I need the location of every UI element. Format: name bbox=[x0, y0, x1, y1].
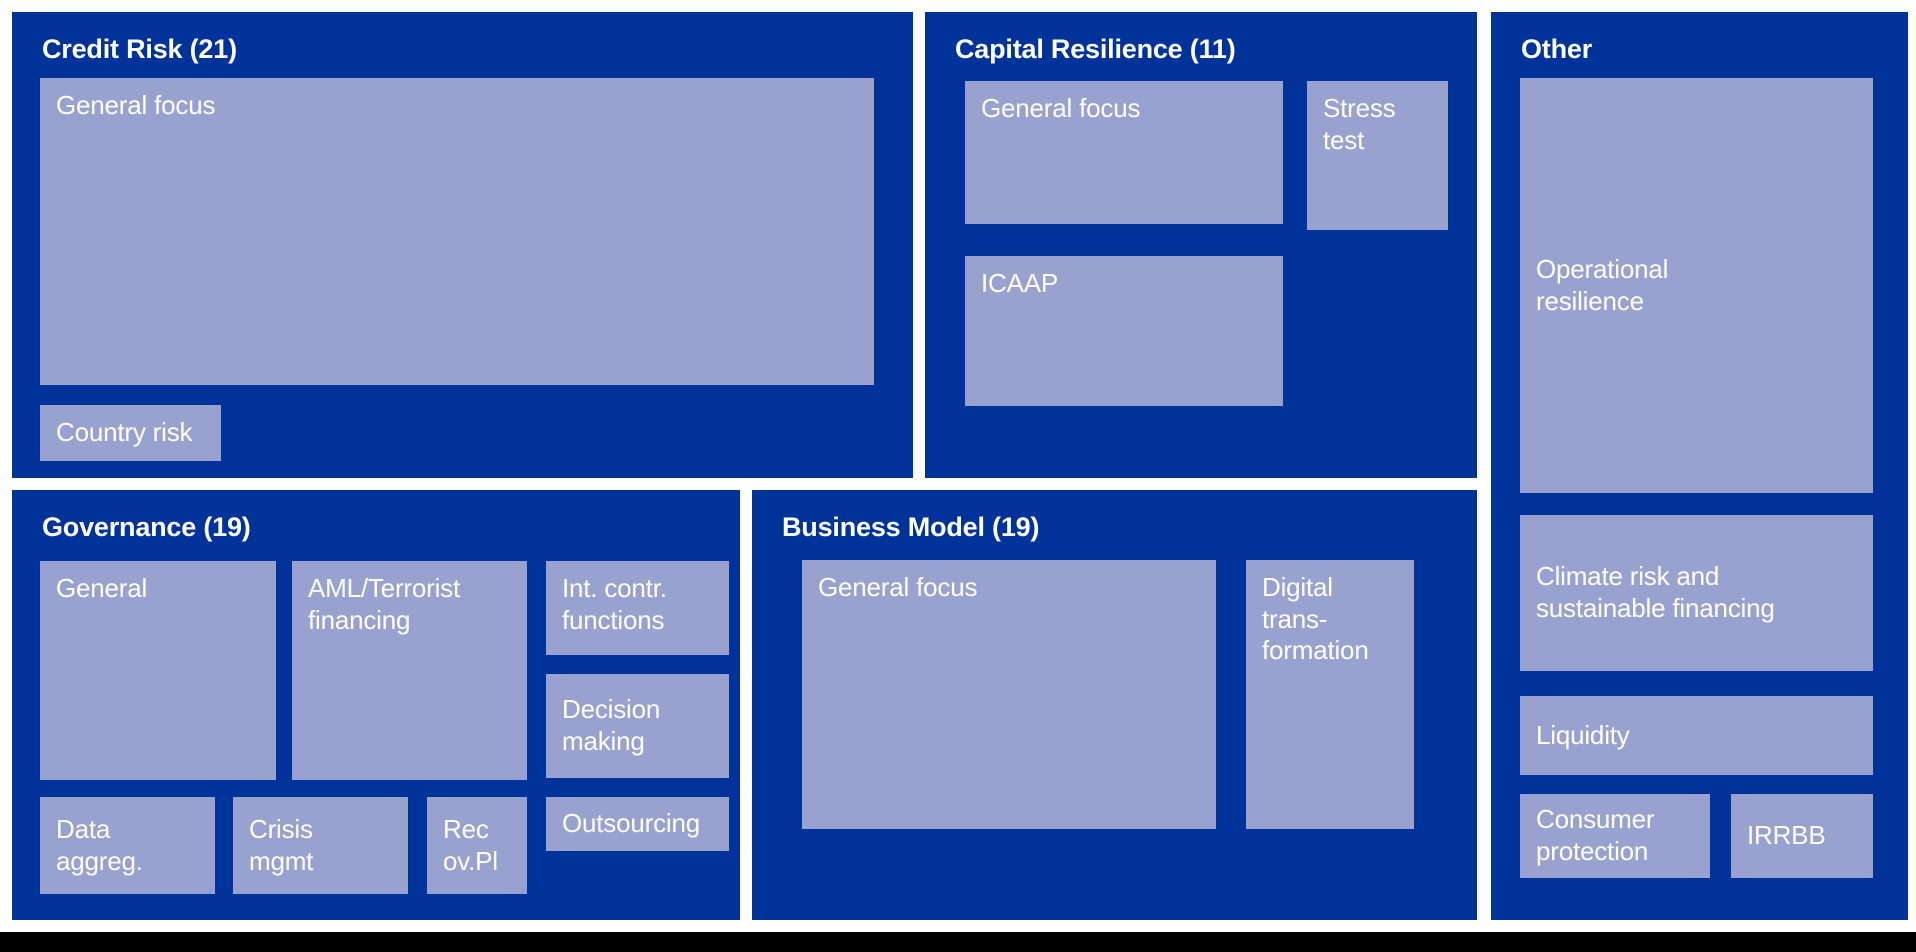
treemap-box-stress-test: Stress test bbox=[1307, 81, 1448, 230]
box-label-crisis-management: Crisis mgmt bbox=[249, 813, 314, 876]
treemap-box-aml-terrorist-financing: AML/Terrorist financing bbox=[292, 561, 527, 780]
panel-title-business-model: Business Model (19) bbox=[782, 512, 1040, 542]
panel-title-other: Other bbox=[1521, 34, 1593, 64]
panel-title-credit-risk: Credit Risk (21) bbox=[42, 34, 237, 64]
treemap-box-consumer-protection: Consumer protection bbox=[1520, 794, 1710, 878]
panel-capital-resilience: Capital Resilience (11) General focus St… bbox=[925, 12, 1477, 478]
treemap-box-data-aggregation: Data aggreg. bbox=[40, 797, 215, 894]
box-label-governance-general: General bbox=[56, 573, 148, 603]
box-label-decision-making: Decision making bbox=[562, 694, 661, 756]
box-label-data-aggregation: Data aggreg. bbox=[56, 813, 143, 876]
box-label-digital-transformation: Digital trans- formation bbox=[1262, 572, 1369, 666]
box-label-liquidity: Liquidity bbox=[1536, 719, 1630, 750]
footer-bar bbox=[0, 932, 1916, 952]
box-label-consumer-protection: Consumer protection bbox=[1536, 804, 1655, 866]
box-label-business-general-focus: General focus bbox=[818, 572, 978, 602]
treemap-box-operational-resilience: Operational resilience bbox=[1520, 78, 1873, 493]
box-label-capital-general-focus: General focus bbox=[981, 93, 1141, 123]
treemap-box-internal-control-functions: Int. contr. functions bbox=[546, 561, 729, 655]
box-label-climate-risk: Climate risk and sustainable financing bbox=[1536, 561, 1775, 623]
treemap-box-capital-general-focus: General focus bbox=[965, 81, 1283, 224]
treemap-box-liquidity: Liquidity bbox=[1520, 696, 1873, 775]
box-label-outsourcing: Outsourcing bbox=[562, 808, 700, 839]
box-label-recovery-plan: Rec ov.Pl bbox=[443, 813, 498, 876]
box-label-aml-terrorist-financing: AML/Terrorist financing bbox=[308, 573, 460, 635]
treemap-box-country-risk: Country risk bbox=[40, 405, 221, 461]
treemap-box-outsourcing: Outsourcing bbox=[546, 797, 729, 851]
box-label-internal-control-functions: Int. contr. functions bbox=[562, 573, 667, 635]
panel-credit-risk: Credit Risk (21) General focus Country r… bbox=[12, 12, 913, 478]
treemap-box-decision-making: Decision making bbox=[546, 674, 729, 778]
box-label-operational-resilience: Operational resilience bbox=[1536, 253, 1669, 316]
treemap-box-recovery-plan: Rec ov.Pl bbox=[427, 797, 527, 894]
panel-business-model: Business Model (19) General focus Digita… bbox=[752, 490, 1477, 920]
treemap-box-business-general-focus: General focus bbox=[802, 560, 1216, 829]
treemap-box-crisis-management: Crisis mgmt bbox=[233, 797, 408, 894]
box-label-icaap: ICAAP bbox=[981, 268, 1059, 298]
box-label-stress-test: Stress test bbox=[1323, 93, 1396, 155]
panel-title-governance: Governance (19) bbox=[42, 512, 251, 542]
treemap-box-credit-general-focus: General focus bbox=[40, 78, 874, 385]
treemap-box-climate-risk: Climate risk and sustainable financing bbox=[1520, 515, 1873, 671]
treemap-box-governance-general: General bbox=[40, 561, 276, 780]
box-label-credit-general-focus: General focus bbox=[56, 90, 216, 120]
panel-title-capital-resilience: Capital Resilience (11) bbox=[955, 34, 1236, 64]
panel-governance: Governance (19) General AML/Terrorist fi… bbox=[12, 490, 740, 920]
treemap-box-digital-transformation: Digital trans- formation bbox=[1246, 560, 1414, 829]
treemap-box-irrbb: IRRBB bbox=[1731, 794, 1873, 878]
treemap-box-icaap: ICAAP bbox=[965, 256, 1283, 406]
panel-other: Other Operational resilience Climate ris… bbox=[1491, 12, 1908, 920]
box-label-irrbb: IRRBB bbox=[1747, 820, 1826, 851]
box-label-country-risk: Country risk bbox=[56, 417, 193, 448]
